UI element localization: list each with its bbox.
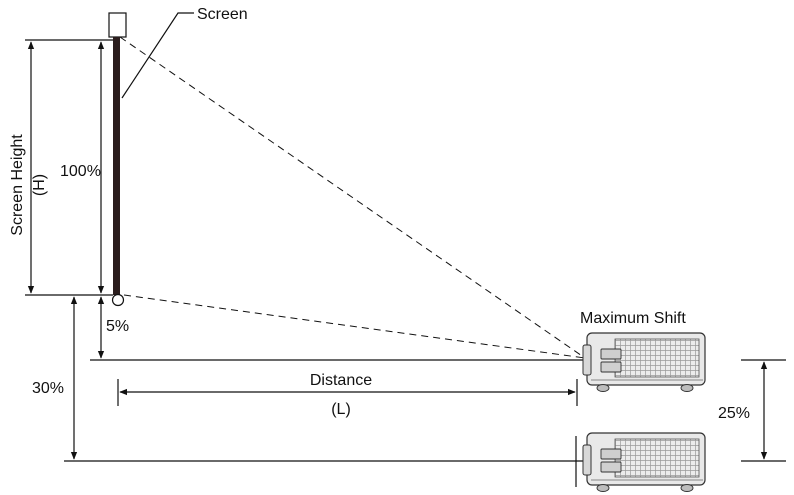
projection-ray-bottom (123, 294, 586, 359)
percent-5-label: 5% (106, 318, 129, 335)
projector-bottom (582, 432, 706, 492)
screen-bottom-weight (111, 293, 125, 307)
screen-height-label: Screen Height (9, 134, 26, 236)
distance-label: Distance (310, 372, 372, 389)
percent-25-label: 25% (718, 405, 750, 422)
projector-top (582, 332, 706, 392)
screen-housing (108, 12, 127, 38)
screen-assembly (108, 12, 194, 307)
screen-label: Screen (197, 6, 248, 23)
screen-height-symbol: (H) (31, 174, 48, 196)
maximum-shift-label: Maximum Shift (580, 310, 686, 327)
distance-symbol: (L) (331, 401, 351, 418)
projection-ray-top (119, 36, 586, 359)
percent-30-label: 30% (32, 380, 64, 397)
screen-callout-line (121, 12, 194, 99)
screen-bar (113, 37, 120, 295)
percent-100-label: 100% (60, 163, 101, 180)
